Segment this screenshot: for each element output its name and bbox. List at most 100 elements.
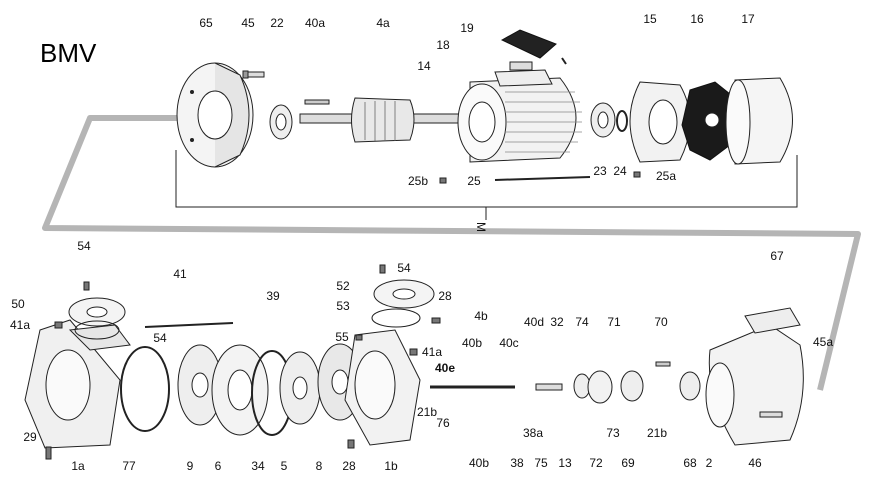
label-72: 72 — [589, 456, 603, 470]
label-6: 6 — [214, 459, 222, 473]
bearing-22 — [269, 104, 293, 140]
label-67: 67 — [770, 249, 784, 263]
o-ring-77 — [120, 346, 170, 432]
label-29: 29 — [23, 430, 37, 444]
label-54-right: 54 — [397, 261, 411, 275]
label-76: 76 — [436, 416, 450, 430]
screw-25b — [439, 177, 447, 184]
gasket-53 — [371, 308, 421, 328]
label-4a: 4a — [376, 16, 390, 30]
diagram-title: BMV — [40, 38, 97, 68]
rotor-4a — [299, 97, 471, 143]
label-74: 74 — [575, 315, 589, 329]
coupling-68 — [679, 371, 701, 401]
label-46: 46 — [748, 456, 762, 470]
plug-28 — [431, 317, 441, 324]
label-1b: 1b — [384, 459, 398, 473]
label-13: 13 — [558, 456, 572, 470]
label-15: 15 — [643, 12, 657, 26]
label-45: 45 — [241, 16, 255, 30]
label-14: 14 — [417, 59, 431, 73]
label-16: 16 — [690, 12, 704, 26]
label-4b: 4b — [474, 309, 488, 323]
fan-cover-17 — [725, 77, 793, 165]
diffuser-5 — [279, 351, 321, 425]
impeller-9 — [177, 344, 223, 426]
terminal-cover-19 — [500, 29, 557, 59]
label-69: 69 — [621, 456, 635, 470]
label-2: 2 — [705, 456, 713, 470]
plug-28-bottom — [347, 439, 355, 449]
screw-54-top — [83, 281, 90, 291]
plug-41a-right — [409, 348, 418, 356]
label-70: 70 — [654, 315, 668, 329]
label-9: 9 — [186, 459, 194, 473]
label-71: 71 — [607, 315, 621, 329]
guard-67 — [744, 307, 801, 334]
label-32: 32 — [550, 315, 564, 329]
label-40b-bottom: 40b — [468, 456, 490, 470]
label-40b-top: 40b — [461, 336, 483, 350]
label-45a: 45a — [812, 335, 834, 349]
label-25a: 25a — [655, 169, 677, 183]
label-1a: 1a — [71, 459, 85, 473]
motor-flange-65 — [176, 62, 254, 168]
tie-rod-25 — [494, 176, 591, 181]
label-41a-left: 41a — [9, 318, 31, 332]
key-40a — [304, 99, 330, 105]
end-shield-15 — [629, 81, 691, 163]
screw-54-right — [379, 264, 386, 274]
label-40a: 40a — [304, 16, 326, 30]
flange-52 — [373, 279, 435, 309]
seal-69 — [620, 370, 644, 402]
label-54-left: 54 — [153, 331, 167, 345]
label-23: 23 — [593, 164, 607, 178]
lantern-2 — [705, 324, 804, 446]
bearing-23 — [590, 102, 616, 138]
label-38a: 38a — [522, 426, 544, 440]
label-40c: 40c — [499, 336, 519, 350]
label-8: 8 — [315, 459, 323, 473]
label-52: 52 — [336, 279, 350, 293]
label-19: 19 — [460, 21, 474, 35]
label-75: 75 — [534, 456, 548, 470]
label-54-top: 54 — [77, 239, 91, 253]
plug-41a-left — [54, 321, 63, 329]
sleeve-75 — [535, 383, 563, 391]
dimension-mark: M — [474, 222, 488, 232]
label-25: 25 — [467, 174, 481, 188]
flange-50 — [68, 297, 126, 327]
stator-housing-14 — [457, 69, 582, 163]
suction-casing-1a — [24, 319, 131, 449]
label-50: 50 — [11, 297, 25, 311]
label-21b-right: 21b — [646, 426, 668, 440]
gasket-54-left — [74, 320, 120, 340]
label-34: 34 — [251, 459, 265, 473]
label-53: 53 — [336, 299, 350, 313]
terminal-block-18 — [509, 61, 533, 71]
label-22: 22 — [270, 16, 284, 30]
label-21b-left: 21b — [416, 405, 438, 419]
label-25b: 25b — [407, 174, 429, 188]
label-65: 65 — [199, 16, 213, 30]
label-39: 39 — [266, 289, 280, 303]
seal-housing-72 — [587, 370, 613, 404]
bolt-45 — [242, 70, 265, 79]
connector-band — [42, 115, 861, 391]
screw-25a — [633, 171, 641, 178]
label-40e: 40e — [434, 361, 456, 375]
label-17: 17 — [741, 12, 755, 26]
screw-70 — [655, 361, 671, 367]
label-24: 24 — [613, 164, 627, 178]
label-28-bottom: 28 — [342, 459, 356, 473]
label-38: 38 — [510, 456, 524, 470]
label-73: 73 — [606, 426, 620, 440]
label-77: 77 — [122, 459, 136, 473]
spring-washer-24 — [616, 110, 628, 132]
label-55: 55 — [335, 330, 349, 344]
tie-rod-41 — [144, 322, 234, 328]
label-41: 41 — [173, 267, 187, 281]
bolt-46 — [759, 411, 783, 418]
label-41a-right: 41a — [421, 345, 443, 359]
